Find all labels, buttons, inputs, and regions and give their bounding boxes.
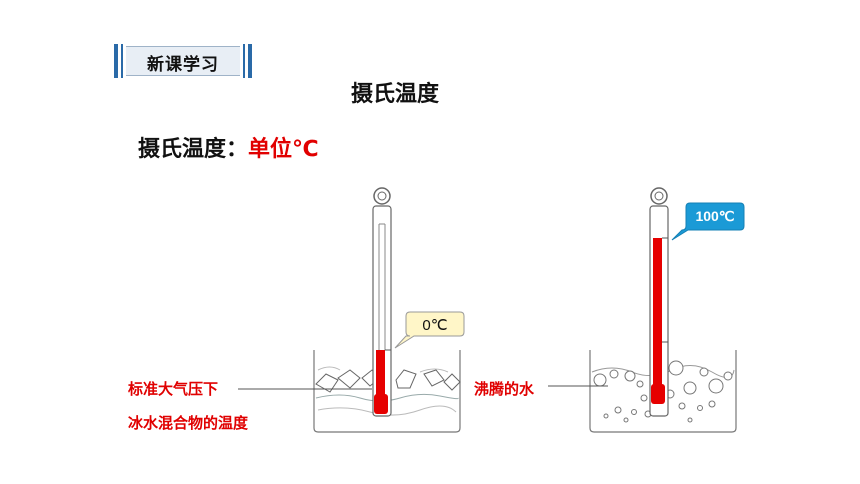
section-badge: 新课学习 — [114, 44, 252, 78]
right-callout: 100℃ — [671, 202, 745, 241]
right-label: 沸腾的水 — [474, 380, 535, 398]
left-label-line1: 标准大气压下 — [128, 380, 219, 398]
right-thermometer — [649, 187, 669, 417]
badge-left-bar — [114, 44, 118, 78]
unit-line-prefix: 摄氏温度： — [138, 137, 249, 162]
left-callout-text: 0℃ — [422, 317, 447, 334]
left-thermometer — [372, 187, 392, 417]
right-callout-text: 100℃ — [695, 208, 734, 224]
left-beaker: 0℃ — [238, 187, 465, 433]
unit-line-highlight: 单位℃ — [248, 137, 319, 162]
badge-background — [126, 46, 240, 76]
left-label-line2: 冰水混合物的温度 — [128, 414, 249, 432]
page-title: 摄氏温度 — [350, 82, 439, 107]
left-callout: 0℃ — [394, 311, 465, 349]
badge-right-bar-thin — [243, 44, 245, 78]
right-beaker: 100℃ — [548, 187, 745, 433]
unit-line: 摄氏温度：单位℃ — [138, 131, 319, 163]
badge-label: 新课学习 — [147, 55, 219, 75]
badge-left-bar-thin — [121, 44, 123, 78]
badge-right-bar — [248, 44, 252, 78]
